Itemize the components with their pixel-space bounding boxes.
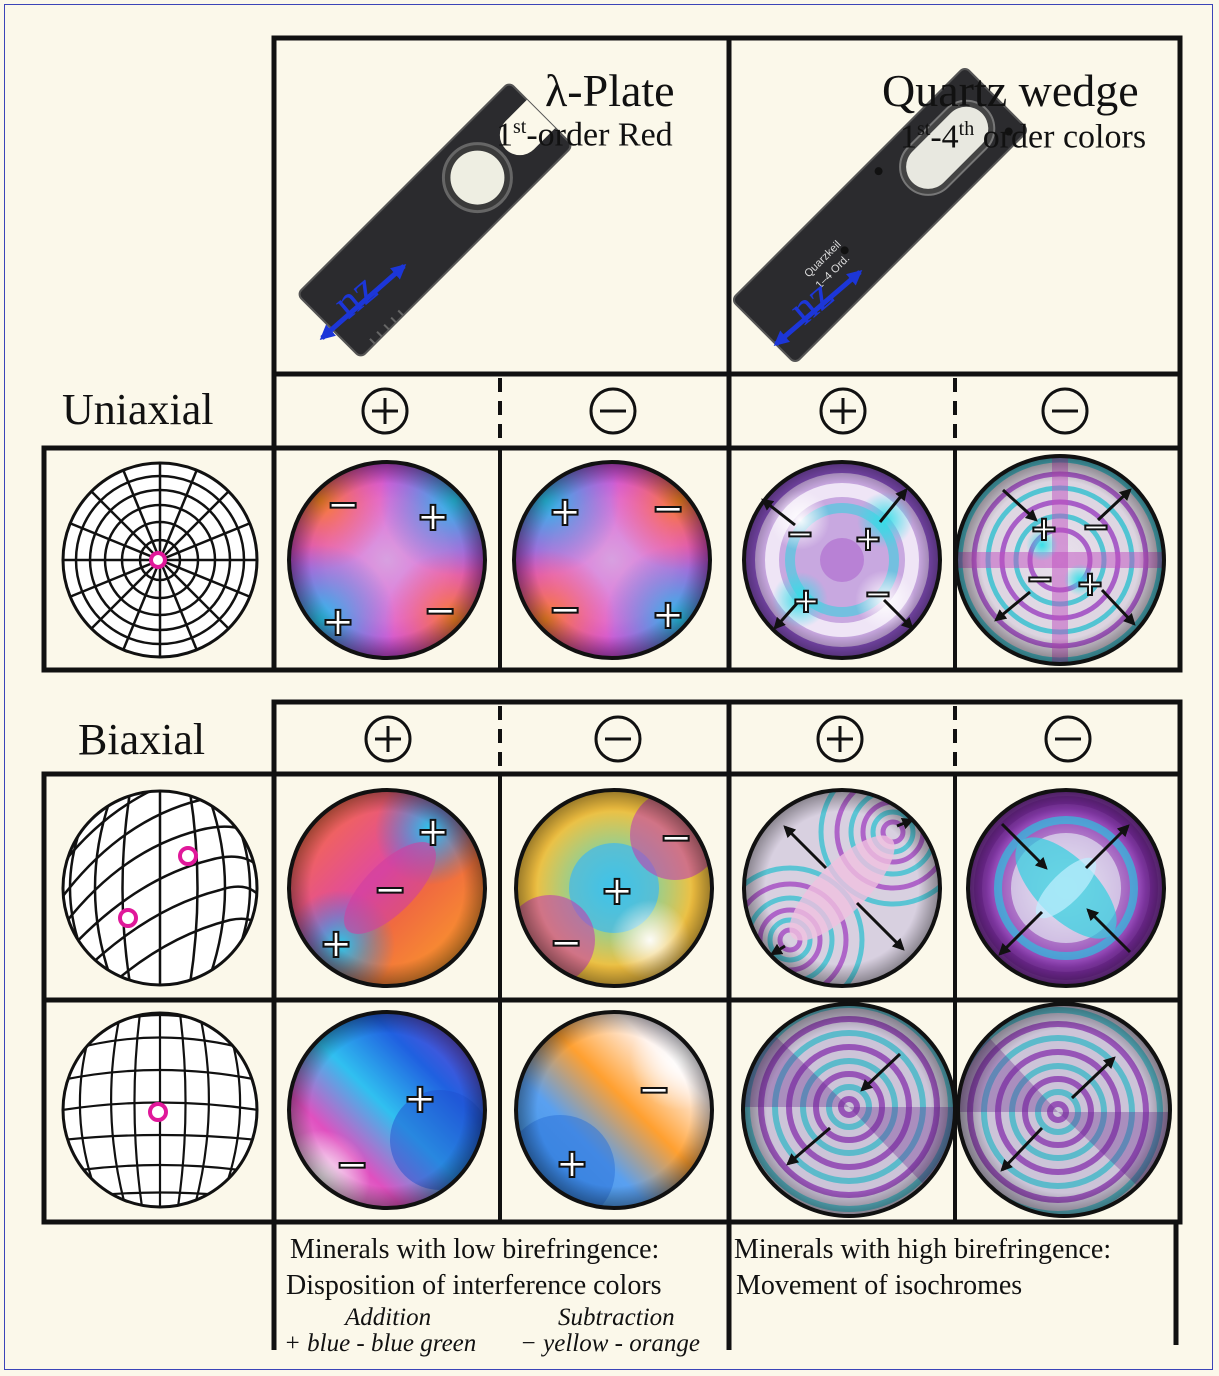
low-birefringence-caption-1: Minerals with low birefringence:: [290, 1234, 660, 1265]
sign-label-minus: −: [786, 514, 815, 554]
quartz-wedge-sub-post: order colors: [974, 118, 1147, 156]
sign-label-minus: −: [864, 574, 893, 614]
biaxial-wedge-positive-figure-1: [742, 788, 942, 988]
lambda-plate-title: λ-Plate: [545, 65, 675, 116]
biaxial-lambda-positive-figure-2: [287, 1010, 487, 1210]
sign-label-plus: +: [321, 599, 355, 645]
subtraction-text: − yellow - orange: [520, 1330, 701, 1357]
uniaxial-lambda-positive-figure: [287, 460, 487, 660]
uniaxial-stereonet: [61, 461, 259, 659]
biaxial-optic-axis-marker-2: [118, 908, 138, 928]
sign-dividers: [498, 378, 957, 772]
high-birefringence-caption-1: Minerals with high birefringence:: [734, 1234, 1112, 1265]
uniaxial-label: Uniaxial: [62, 385, 214, 434]
sign-label-plus: +: [416, 494, 450, 540]
sign-label-minus: −: [548, 587, 582, 633]
quartz-wedge-sub-number: 1: [900, 118, 917, 156]
biaxial-lambda-negative-figure-1: [514, 788, 714, 988]
sign-label-plus: +: [792, 581, 821, 621]
sign-label-plus: +: [403, 1076, 437, 1122]
sign-label-minus: −: [651, 486, 685, 532]
sign-label-minus: −: [326, 482, 360, 528]
biaxial-negative-lambda-sign: [594, 715, 642, 763]
sign-label-minus: −: [373, 867, 407, 913]
uniaxial-negative-lambda-sign: [589, 387, 637, 435]
sign-label-plus: +: [416, 809, 450, 855]
sign-label-plus: +: [600, 868, 634, 914]
sign-label-plus: +: [651, 592, 685, 638]
quartz-wedge-sub-sup1: st: [917, 118, 931, 140]
sign-label-minus: −: [335, 1142, 369, 1188]
biaxial-stereonet-1: [61, 789, 259, 987]
uniaxial-optic-axis-marker: [149, 551, 167, 569]
sign-label-minus: −: [423, 588, 457, 634]
sign-label-plus: +: [1076, 564, 1105, 604]
biaxial-optic-axis-marker-1: [178, 846, 198, 866]
biaxial-positive-lambda-sign: [364, 715, 412, 763]
sign-label-minus: −: [659, 815, 693, 861]
uniaxial-wedge-negative-figure: [954, 454, 1166, 666]
sign-label-minus: −: [549, 920, 583, 966]
sign-label-plus: +: [319, 921, 353, 967]
biaxial-label: Biaxial: [78, 715, 206, 764]
sign-label-plus: +: [555, 1141, 589, 1187]
lambda-plate-image: [298, 83, 572, 357]
low-birefringence-caption-2: Disposition of interference colors: [286, 1270, 662, 1301]
biaxial-optic-axis-marker-3: [148, 1102, 168, 1122]
lambda-plate-subtitle-text: -order Red: [526, 116, 673, 154]
quartz-wedge-image: Quarzkeil 1–4 Ord.: [732, 67, 1028, 363]
table-grid: [41, 35, 1183, 1350]
uniaxial-positive-wedge-sign: [819, 387, 867, 435]
biaxial-wedge-negative-figure-1: [966, 788, 1166, 988]
biaxial-stereonet-2: [61, 1011, 259, 1209]
sign-label-minus: −: [1082, 507, 1111, 547]
biaxial-negative-wedge-sign: [1044, 715, 1092, 763]
sign-symbols: [361, 387, 1092, 763]
quartz-wedge-sub-mid: -4: [930, 118, 959, 156]
biaxial-lambda-negative-figure-2: [514, 1010, 714, 1210]
uniaxial-negative-wedge-sign: [1041, 387, 1089, 435]
sign-label-plus: +: [1030, 509, 1059, 549]
lambda-plate-subtitle-number: 1: [496, 116, 513, 154]
biaxial-wedge-negative-figure-2: [956, 1002, 1172, 1218]
sign-label-plus: +: [548, 489, 582, 535]
high-birefringence-caption-2: Movement of isochromes: [736, 1270, 1023, 1301]
biaxial-lambda-positive-figure-1: [287, 788, 487, 988]
uniaxial-wedge-positive-figure: [742, 460, 942, 660]
uniaxial-lambda-negative-figure: [512, 460, 712, 660]
figure-frame: [4, 4, 1213, 1370]
quartz-wedge-sub-sup2: th: [958, 118, 975, 140]
sign-label-plus: +: [854, 519, 883, 559]
sign-label-minus: −: [637, 1067, 671, 1113]
subtraction-heading: Subtraction: [558, 1304, 675, 1331]
lambda-plate-nz-arrow: [319, 264, 407, 340]
quartz-wedge-nz-arrow: [773, 270, 863, 346]
lambda-plate-subtitle-suffix: st: [513, 116, 527, 138]
figure-sign-labels: − + + − + − − + − + + − + − − + + − + − …: [318, 481, 1111, 1189]
lambda-plate-subtitle: 1st-order Red: [496, 116, 673, 154]
quartz-wedge-subtitle: 1st-4th order colors: [900, 118, 1146, 156]
uniaxial-positive-lambda-sign: [361, 387, 409, 435]
addition-heading: Addition: [345, 1304, 432, 1331]
quartz-wedge-title: Quartz wedge: [882, 65, 1139, 116]
biaxial-positive-wedge-sign: [816, 715, 864, 763]
biaxial-wedge-positive-figure-2: [741, 1002, 957, 1218]
sign-label-minus: −: [1026, 559, 1055, 599]
addition-text: + blue - blue green: [284, 1330, 477, 1357]
